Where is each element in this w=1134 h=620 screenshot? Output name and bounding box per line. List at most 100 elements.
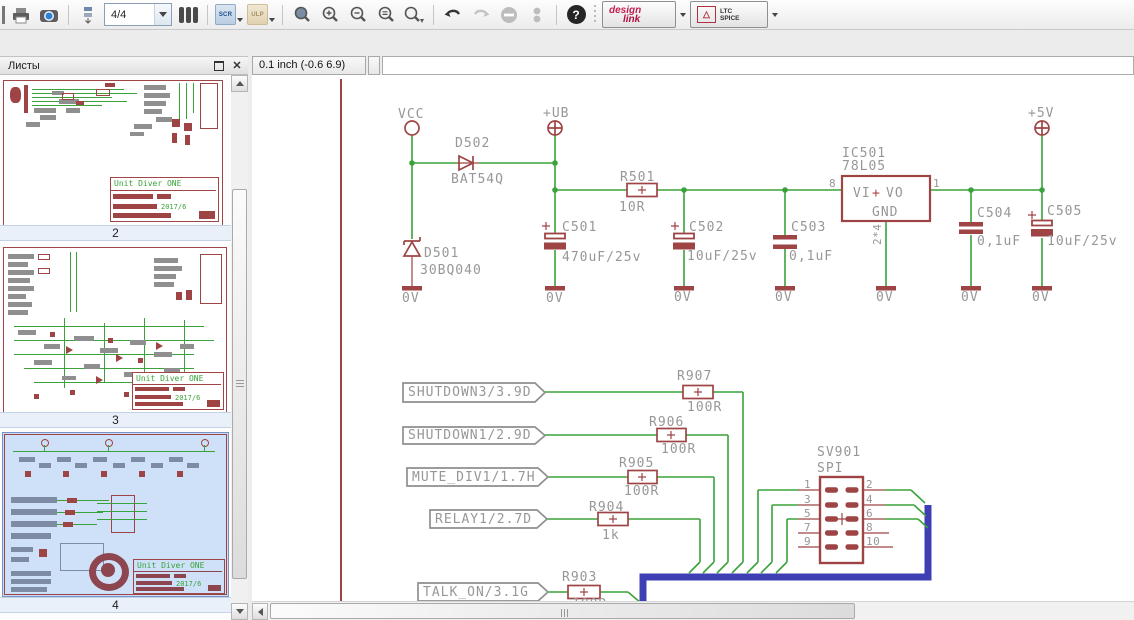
sheet-selector-arrow[interactable] <box>154 4 171 25</box>
print-button[interactable] <box>9 3 33 27</box>
linear-tech-logo: △ <box>697 6 716 23</box>
junction-dots <box>409 160 1045 193</box>
thumbnail-page: Unit Diver ONE 2017/6 <box>4 434 227 595</box>
scroll-down-button[interactable] <box>231 603 248 620</box>
ic501-body <box>840 174 932 223</box>
canvas-h-scrollbar[interactable] <box>252 601 1134 620</box>
image-export-button[interactable] <box>37 3 61 27</box>
run-ulp-button[interactable]: ULP <box>247 3 275 27</box>
sheet-stack-button[interactable] <box>76 3 100 27</box>
toolbar-separator <box>282 4 283 25</box>
sv901-name: SV901 <box>817 445 862 460</box>
d502-value: BAT54Q <box>451 172 504 187</box>
net-flag-mute-div1: MUTE_DIV1/1.7H <box>412 470 536 485</box>
sv901-pin-2: 2 <box>866 478 874 491</box>
redo-button[interactable] <box>469 3 493 27</box>
float-panel-icon[interactable] <box>212 59 226 72</box>
sv901-pin-10: 10 <box>866 535 881 548</box>
zoom-in-button[interactable] <box>318 3 342 27</box>
plus5v-label: +5V <box>1028 106 1055 121</box>
sv901-value: SPI <box>817 461 844 476</box>
sheet-thumbnail-4-selected[interactable]: Unit Diver ONE 2017/6 <box>2 432 229 597</box>
stop-button[interactable] <box>497 3 521 27</box>
toolbar-handle <box>594 4 596 25</box>
r903-value: 100R <box>572 598 607 601</box>
open-schematic-button[interactable]: SCR <box>215 3 243 27</box>
r906-name: R906 <box>649 415 685 430</box>
zoom-redraw-button[interactable] <box>402 3 426 27</box>
r903-name: R903 <box>562 570 598 585</box>
dropdown-arrow-icon[interactable] <box>269 17 275 22</box>
scrollbar-grip <box>236 380 244 381</box>
sv901-pin-pads <box>825 487 859 550</box>
ltspice-dropdown-arrow[interactable] <box>772 12 778 17</box>
r907-name: R907 <box>677 369 713 384</box>
undo-button[interactable] <box>441 3 465 27</box>
title-block: Unit Diver ONE 2017/6 <box>110 177 219 222</box>
scrollbar-thumb[interactable] <box>270 603 855 619</box>
zoom-fit-button[interactable] <box>290 3 314 27</box>
net-flag-talk-on: TALK_ON/3.1G <box>423 585 529 600</box>
sheet-caption-2[interactable]: 2 <box>0 225 231 241</box>
zoom-fit-icon <box>294 6 310 22</box>
gnd-label: 0V <box>402 291 420 306</box>
sheet-selector[interactable]: 4/4 <box>104 3 172 26</box>
dropdown-arrow-icon[interactable] <box>237 17 243 22</box>
designlink-dropdown-arrow[interactable] <box>680 12 686 17</box>
layer-settings-button[interactable] <box>176 3 200 27</box>
gnd-label: 0V <box>775 290 793 305</box>
scroll-up-button[interactable] <box>231 75 248 92</box>
power-wires <box>411 135 1043 286</box>
zoom-select-button[interactable] <box>374 3 398 27</box>
schematic-graphics <box>340 79 1053 601</box>
ub-label: +UB <box>543 106 570 121</box>
company-logo <box>89 553 129 591</box>
d501-diode-symbol <box>402 237 422 257</box>
d502-name: D502 <box>455 136 491 151</box>
c501-value: 470uF/25v <box>562 250 642 265</box>
c503-value: 0,1uF <box>789 249 834 264</box>
close-panel-icon[interactable]: ✕ <box>232 60 242 72</box>
c505-name: C505 <box>1047 204 1083 219</box>
zoom-select-icon <box>378 6 394 22</box>
sheet-thumbnail-3[interactable]: Unit Diver ONE 2017/6 <box>3 247 227 413</box>
ic501-plus-label: + <box>872 186 881 201</box>
help-button[interactable]: ? <box>564 3 588 27</box>
sheet-thumbnail-2[interactable]: Unit Diver ONE 2017/6 <box>3 80 223 226</box>
net-flag-shapes <box>402 382 550 601</box>
r907-value: 100R <box>687 400 723 415</box>
sv901-pin-1: 1 <box>804 478 812 491</box>
help-icon: ? <box>566 5 586 24</box>
go-button[interactable] <box>525 3 549 27</box>
sheet-caption-3[interactable]: 3 <box>0 412 231 428</box>
command-input[interactable] <box>382 56 1134 75</box>
sheet-caption-4[interactable]: 4 <box>0 597 231 613</box>
sv901-pin-6: 6 <box>866 507 874 520</box>
sheet-selector-value: 4/4 <box>111 8 127 21</box>
scrollbar-thumb[interactable] <box>232 189 247 579</box>
sheets-panel-scrollbar[interactable] <box>231 75 248 620</box>
zoom-out-button[interactable] <box>346 3 370 27</box>
sheets-panel-header: Листы ✕ <box>0 56 248 75</box>
c501-name: C501 <box>562 220 598 235</box>
c504-value: 0,1uF <box>977 234 1022 249</box>
c503-name: C503 <box>791 220 827 235</box>
ic501-value: 78L05 <box>842 159 887 174</box>
ground-symbols <box>402 286 1052 291</box>
scroll-left-button[interactable] <box>252 603 268 620</box>
schematic-file-icon: SCR <box>215 4 236 25</box>
title-block: Unit Diver ONE 2017/6 <box>133 559 225 594</box>
ic501-name: IC501 <box>842 146 887 161</box>
stop-icon <box>501 6 517 23</box>
ic501-gnd-label: GND <box>872 205 899 220</box>
r906-value: 100R <box>661 442 697 457</box>
ub-supply-symbol <box>547 120 563 136</box>
coordinate-display: 0.1 inch (-0.6 6.9) <box>252 56 366 75</box>
zoom-in-icon <box>322 6 338 22</box>
schematic-canvas[interactable]: VCC +UB +5V D502 BAT54Q D501 30BQ040 R50… <box>252 75 1134 601</box>
bus-line <box>639 505 932 601</box>
pin-stub-lines <box>411 162 893 548</box>
